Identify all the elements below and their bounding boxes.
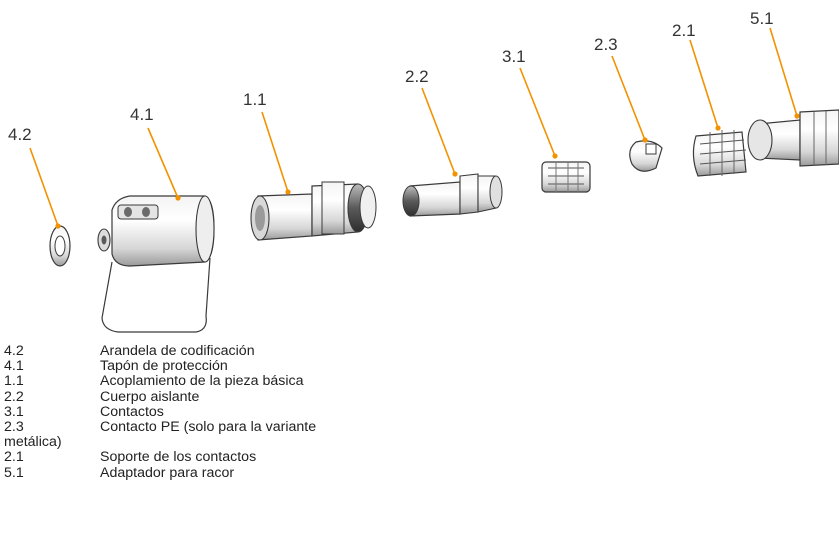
part-2-1-contact-carrier (692, 130, 747, 177)
leader-4-1 (147, 127, 179, 199)
legend-row: 4.1 Tapón de protección (4, 359, 424, 374)
part-2-3-pe-contact (629, 140, 663, 172)
leader-1-1 (261, 111, 289, 193)
leader-lines (29, 27, 798, 227)
legend-row: 5.1 Adaptador para racor (4, 464, 424, 481)
callout-4-1: 4.1 (130, 105, 154, 124)
callout-2-1: 2.1 (672, 21, 696, 40)
legend-number: 2.2 (4, 388, 24, 405)
legend-number: 4.2 (4, 343, 24, 359)
leader-2-3 (611, 55, 646, 141)
leader-dots (55, 113, 800, 229)
part-4-2-washer (49, 225, 71, 267)
legend-text: Contactos (100, 403, 164, 420)
legend-text: Soporte de los contactos (100, 449, 257, 466)
callout-5-1: 5.1 (750, 9, 774, 28)
parts-legend: 4.2 Arandela de codificación 4.1 Tapón d… (4, 343, 424, 481)
legend-text: Adaptador para racor (100, 464, 235, 481)
legend-text-continuation: metálica) (4, 434, 62, 451)
legend-number: 3.1 (4, 403, 24, 420)
legend-number: 5.1 (4, 464, 24, 481)
legend-number: 4.1 (4, 358, 24, 375)
legend-row: 2.2 Cuerpo aislante (4, 388, 424, 405)
legend-row: 2.3 Contacto PE (solo para la variante (4, 419, 424, 436)
legend-text: Cuerpo aislante (100, 388, 200, 405)
callout-2-3: 2.3 (594, 35, 618, 54)
part-3-1-contacts (541, 161, 591, 193)
legend-row: 4.2 Arandela de codificación (4, 343, 424, 359)
legend-number: 1.1 (4, 373, 24, 390)
legend-text: Arandela de codificación (100, 343, 255, 359)
leader-3-1 (519, 67, 556, 157)
legend-number: 2.3 (4, 419, 24, 436)
legend-row: 1.1 Acoplamiento de la pieza básica (4, 374, 424, 389)
leader-4-2 (29, 147, 59, 227)
callout-1-1: 1.1 (243, 90, 267, 109)
leader-5-1 (769, 27, 798, 117)
leader-2-1 (689, 39, 719, 129)
legend-text: Contacto PE (solo para la variante (100, 419, 317, 436)
part-2-2-insulating-body (402, 173, 503, 217)
legend-text: Acoplamiento de la pieza básica (100, 373, 304, 390)
leader-2-2 (421, 87, 456, 175)
part-5-1-gland-adapter (747, 109, 839, 167)
part-4-1-protective-cap (97, 195, 215, 333)
part-1-1-coupling (250, 181, 377, 241)
exploded-view-diagram: 4.2 4.1 1.1 2.2 3.1 2.3 2.1 5.1 (8, 9, 839, 333)
legend-number: 2.1 (4, 449, 24, 466)
callout-4-2: 4.2 (8, 125, 32, 144)
legend-row: 3.1 Contactos (4, 403, 424, 420)
callout-3-1: 3.1 (502, 47, 526, 66)
legend-row: 2.1 Soporte de los contactos (4, 450, 424, 465)
legend-text: Tapón de protección (100, 358, 228, 375)
callout-2-2: 2.2 (405, 67, 429, 86)
